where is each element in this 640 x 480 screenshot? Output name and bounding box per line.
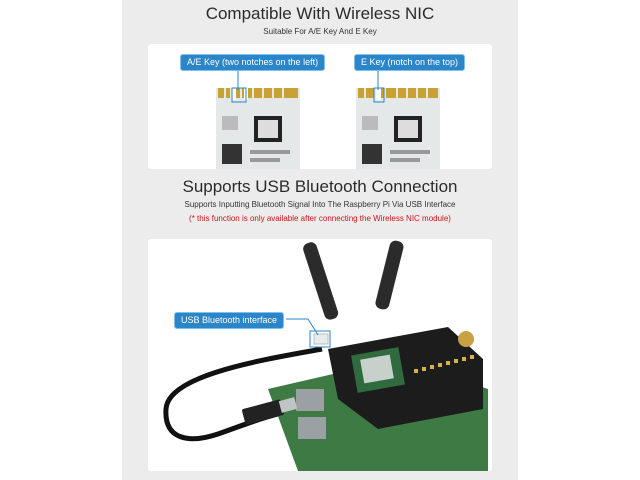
product-detail-panel: Compatible With Wireless NIC Suitable Fo… xyxy=(122,0,518,480)
callout-pointers xyxy=(231,71,385,103)
nic-cards-panel: A/E Key (two notches on the left) E Key … xyxy=(148,44,492,169)
e-key-card-image xyxy=(356,88,440,169)
section2-subtitle: Supports Inputting Bluetooth Signal Into… xyxy=(184,200,456,209)
section1-subtitle: Suitable For A/E Key And E Key xyxy=(263,27,377,36)
usb-bluetooth-callout: USB Bluetooth interface xyxy=(174,312,285,329)
bluetooth-photo-panel: USB Bluetooth interface xyxy=(148,239,492,471)
section1-title: Compatible With Wireless NIC xyxy=(205,4,435,23)
e-key-callout: E Key (notch on the top) xyxy=(354,54,466,71)
section2-note: (* this function is only available after… xyxy=(189,214,451,223)
section2-title: Supports USB Bluetooth Connection xyxy=(182,177,458,196)
ae-key-callout: A/E Key (two notches on the left) xyxy=(180,54,326,71)
raspberry-pi-hat-image xyxy=(163,240,488,471)
ae-key-card-image xyxy=(216,88,300,169)
left-margin xyxy=(0,0,122,480)
right-margin xyxy=(518,0,640,480)
